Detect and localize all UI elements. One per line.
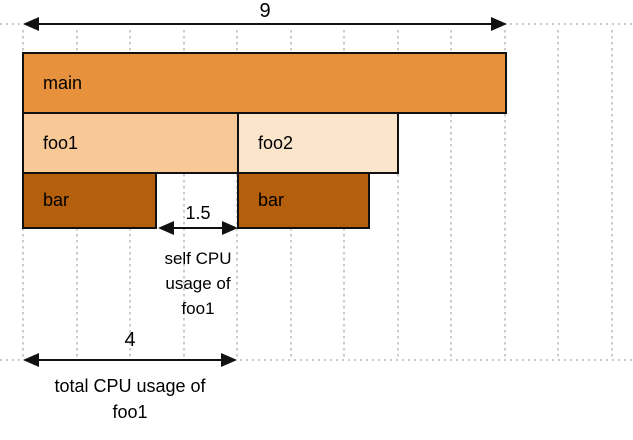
- arrow-head-left-icon: [23, 353, 39, 367]
- frame-bar-label: bar: [258, 190, 285, 210]
- self-cpu-caption-line3: foo1: [181, 299, 215, 318]
- self-cpu-value-label: 1.5: [185, 203, 211, 223]
- total-cpu-arrow: [23, 353, 237, 367]
- gridline: [611, 30, 613, 360]
- frame-foo1-label: foo1: [43, 132, 79, 153]
- bottom-dotted-guide-line: [0, 359, 633, 361]
- arrow-head-right-icon: [222, 221, 238, 235]
- total-cpu-value-label: 4: [124, 329, 136, 351]
- gridline: [183, 30, 185, 360]
- arrow-shaft: [33, 359, 227, 361]
- total-cpu-caption: total CPU usage of foo1: [30, 373, 230, 425]
- self-cpu-caption: self CPU usage of foo1: [150, 246, 246, 321]
- frame-bar-under-foo2: bar: [237, 172, 370, 229]
- self-cpu-caption-line1: self CPU: [164, 249, 232, 268]
- total-cpu-caption-line2: foo1: [112, 402, 148, 422]
- arrow-head-right-icon: [491, 17, 507, 31]
- self-cpu-caption-line2: usage of: [165, 274, 231, 293]
- arrow-head-left-icon: [158, 221, 174, 235]
- total-width-value-label: 9: [259, 0, 271, 22]
- frame-main: main: [22, 52, 507, 114]
- frame-main-label: main: [43, 72, 83, 93]
- arrow-head-right-icon: [221, 353, 237, 367]
- frame-bar-label: bar: [43, 190, 70, 210]
- frame-bar-under-foo1: bar: [22, 172, 157, 229]
- total-cpu-caption-line1: total CPU usage of: [54, 376, 206, 396]
- gridline: [450, 30, 452, 360]
- arrow-shaft: [33, 23, 497, 25]
- frame-foo1: foo1: [22, 112, 239, 174]
- total-width-arrow: [23, 17, 507, 31]
- gridline: [397, 30, 399, 360]
- arrow-head-left-icon: [23, 17, 39, 31]
- frame-foo2-label: foo2: [258, 132, 294, 153]
- self-cpu-arrow: [158, 221, 238, 235]
- gridline: [557, 30, 559, 360]
- arrow-shaft: [168, 227, 228, 229]
- frame-foo2: foo2: [237, 112, 399, 174]
- gridline: [504, 30, 506, 360]
